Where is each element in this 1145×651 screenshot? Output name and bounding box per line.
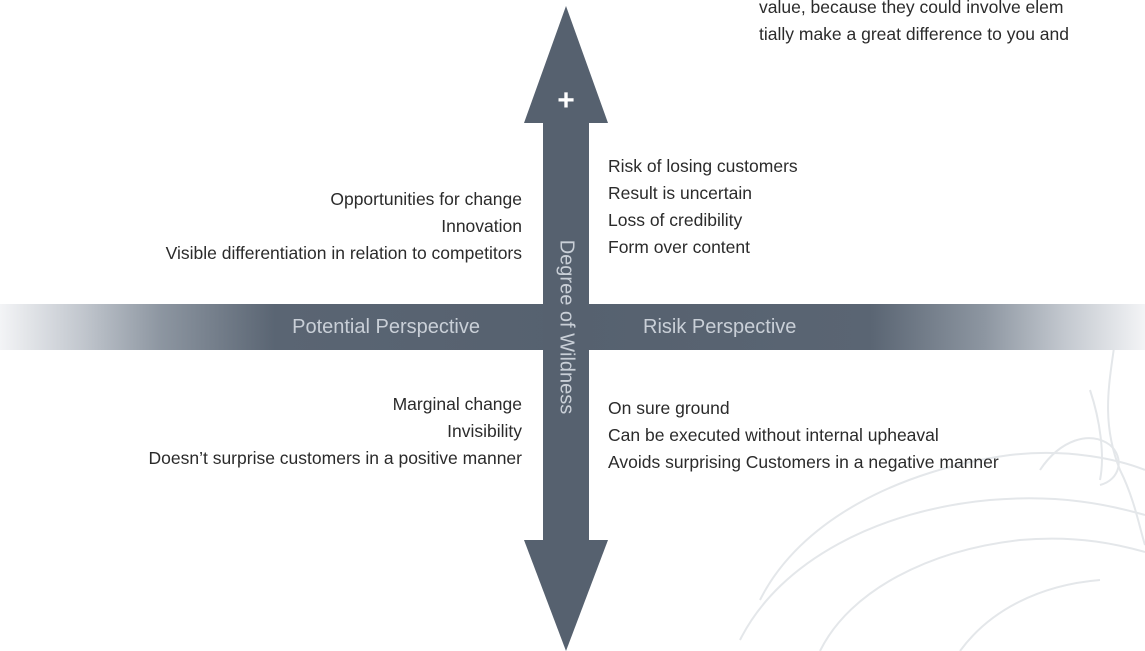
potential-perspective-label: Potential Perspective bbox=[292, 316, 480, 338]
list-item: Visible differentiation in relation to c… bbox=[165, 243, 522, 263]
risk-perspective-label: Risik Perspective bbox=[643, 316, 797, 338]
quadrant-top-right: Risk of losing customers Result is uncer… bbox=[608, 153, 798, 261]
list-item: Form over content bbox=[608, 237, 750, 257]
quadrant-bottom-left: Marginal change Invisibility Doesn’t sur… bbox=[149, 391, 523, 472]
list-item: Can be executed without internal upheava… bbox=[608, 425, 939, 445]
list-item: Doesn’t surprise customers in a positive… bbox=[148, 448, 523, 468]
plus-sign: + bbox=[557, 84, 575, 117]
list-item: Marginal change bbox=[392, 394, 522, 414]
list-item: Invisibility bbox=[447, 421, 522, 441]
top-paragraph-line: tially make a great difference to you an… bbox=[759, 24, 1070, 44]
list-item: Opportunities for change bbox=[330, 189, 522, 209]
list-item: Avoids surprising Customers in a negativ… bbox=[608, 452, 999, 472]
arrow-shaft bbox=[543, 120, 589, 545]
quadrant-top-left: Opportunities for change Innovation Visi… bbox=[166, 186, 522, 267]
arrow-up-head bbox=[524, 6, 608, 123]
list-item: On sure ground bbox=[608, 398, 730, 418]
top-paragraph: value, because they could involve elem t… bbox=[759, 0, 1069, 48]
arrow-down-head bbox=[524, 540, 608, 651]
list-item: Innovation bbox=[441, 216, 522, 236]
list-item: Loss of credibility bbox=[608, 210, 743, 230]
list-item: Risk of losing customers bbox=[608, 156, 798, 176]
list-item: Result is uncertain bbox=[608, 183, 752, 203]
quadrant-bottom-right: On sure ground Can be executed without i… bbox=[608, 395, 999, 476]
top-paragraph-line: value, because they could involve elem bbox=[759, 0, 1064, 17]
vertical-axis-label: Degree of Wildness bbox=[555, 239, 578, 415]
